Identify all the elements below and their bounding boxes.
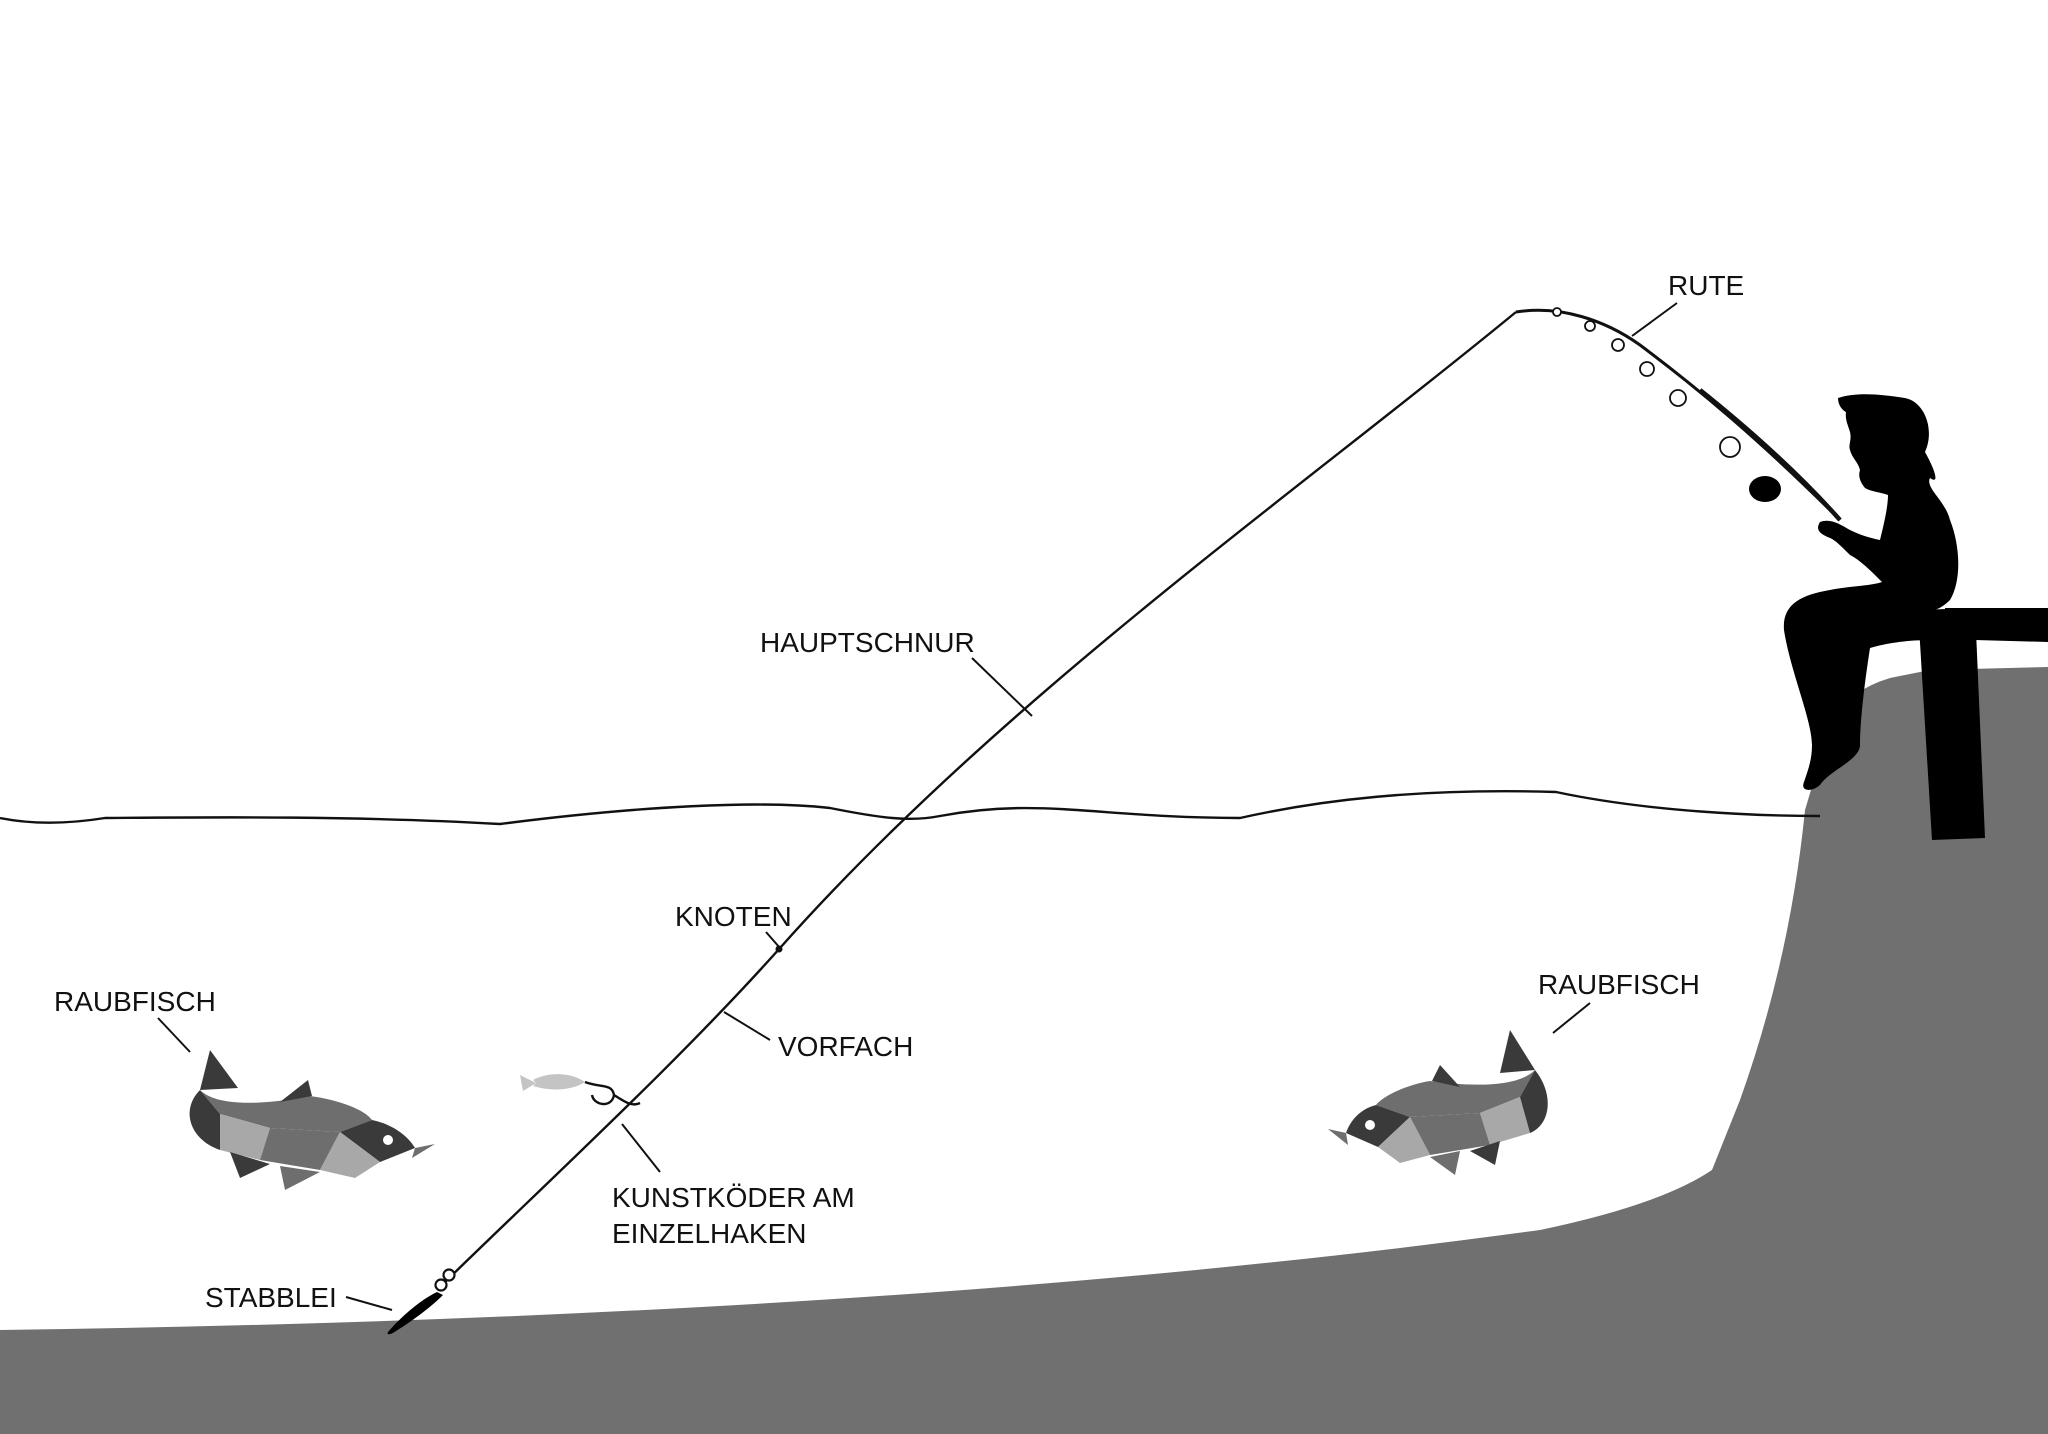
swivel-ring-lower [434, 1278, 448, 1292]
fish-left-fin-top [280, 1080, 312, 1102]
fish-left-body-back [200, 1090, 372, 1132]
rod-butt [1698, 388, 1842, 522]
label-hauptschnur: HAUPTSCHNUR [760, 627, 975, 658]
fish-left-head [340, 1120, 415, 1162]
stick-lead [387, 1292, 443, 1335]
leader-rute [1631, 302, 1678, 337]
fish-left-eye [383, 1135, 393, 1145]
label-raubfisch-right: RAUBFISCH [1538, 969, 1700, 1000]
fish-right-fin-top [1432, 1065, 1460, 1087]
fishing-rod [1515, 308, 1842, 522]
leader-knoten [765, 931, 781, 949]
fish-left-belly-3 [320, 1132, 380, 1178]
fish-left-belly-1 [220, 1114, 270, 1160]
label-vorfach: VORFACH [778, 1031, 913, 1062]
fish-right-eye [1365, 1120, 1375, 1130]
fish-left-belly-2 [260, 1128, 340, 1170]
rod-guide-3 [1611, 338, 1625, 352]
fish-right-fin-belly [1430, 1151, 1460, 1175]
rod-guide-6 [1719, 436, 1741, 458]
fish-left-mouth [412, 1144, 435, 1158]
fish-left-tail-lower [189, 1090, 220, 1150]
jetty-plank [1945, 608, 2048, 642]
leader-vorfach [723, 1011, 771, 1041]
water-surface [0, 790, 1821, 826]
main-line [779, 311, 1517, 949]
fishing-reel [1749, 476, 1781, 502]
fish-left-fin-bottom [230, 1152, 270, 1178]
label-raubfisch-left: RAUBFISCH [54, 986, 216, 1017]
jetty-beam [1972, 608, 2048, 618]
single-hook [584, 1080, 616, 1106]
jetty-post [1918, 608, 1985, 840]
leader-kunstkoeder [621, 1123, 661, 1173]
label-kunstkoeder-line2: EINZELHAKEN [612, 1218, 807, 1249]
fish-right-body-back [1376, 1070, 1535, 1117]
label-knoten: KNOTEN [675, 901, 792, 932]
fish-right-tail-lower [1520, 1070, 1548, 1133]
fish-right-belly-2 [1410, 1113, 1490, 1155]
leader-hauptschnur [971, 657, 1033, 717]
fish-right-tail [1500, 1030, 1535, 1073]
leader-stabblei [345, 1296, 393, 1311]
fish-left-tail [200, 1050, 238, 1090]
angler-cap-brim [1838, 398, 1870, 420]
fish-right-belly-1 [1480, 1097, 1530, 1145]
fish-right-mouth [1328, 1129, 1348, 1145]
lake-bottom-and-bank [0, 667, 2048, 1434]
predatory-fish-right [1328, 1030, 1548, 1175]
hook-snood [613, 1093, 641, 1106]
leader-line [444, 947, 781, 1283]
leader-raubfisch-left [157, 1017, 191, 1053]
predatory-fish-left [189, 1050, 435, 1190]
rod-guide-4 [1639, 361, 1655, 377]
angler-silhouette [1783, 394, 1959, 790]
label-rute: RUTE [1668, 270, 1744, 301]
fish-left-fin-belly [280, 1166, 320, 1190]
rod-guide-2 [1584, 320, 1596, 332]
fish-right-belly-3 [1378, 1117, 1430, 1163]
lure-body [520, 1074, 585, 1091]
swivel-ring-upper [442, 1268, 456, 1282]
rod-guide-1 [1552, 307, 1562, 317]
label-kunstkoeder-line1: KUNSTKÖDER AM [612, 1182, 855, 1213]
knot-marker [775, 945, 783, 953]
fish-right-fin-bottom [1470, 1141, 1500, 1165]
rod-guide-5 [1669, 389, 1687, 407]
label-stabblei: STABBLEI [205, 1282, 337, 1313]
leader-raubfisch-right [1552, 1002, 1591, 1034]
fish-right-head [1346, 1105, 1410, 1147]
